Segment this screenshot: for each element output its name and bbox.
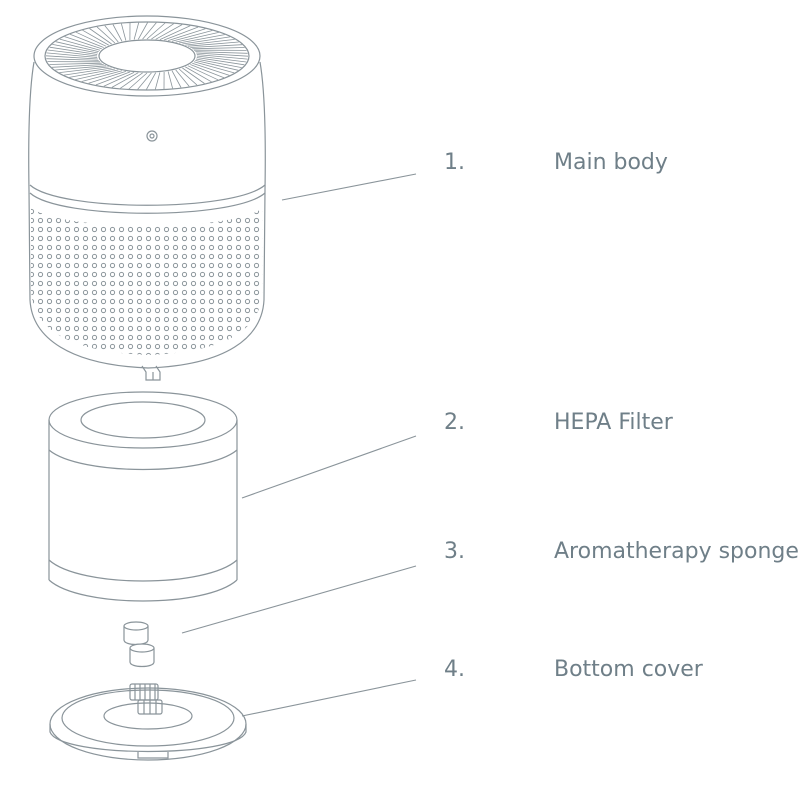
bottom-cover-outer-rim <box>50 688 246 760</box>
part-2-number: 2. <box>444 411 465 435</box>
part-1-label: Main body <box>554 151 668 175</box>
main-body-top-outlet <box>99 40 195 72</box>
top-grille-fins <box>46 23 248 90</box>
leader-line-hepa-filter <box>242 436 416 498</box>
aromatherapy-sponge-drawing <box>124 622 154 667</box>
part-3-number: 3. <box>444 540 465 564</box>
hepa-filter-inner-hole <box>81 402 205 438</box>
leader-line-bottom-cover <box>242 680 416 716</box>
main-body-top-rim <box>34 16 260 96</box>
bottom-cover-drawing <box>50 684 246 760</box>
bottom-cover-post <box>130 684 158 700</box>
main-body-perforated-grille <box>31 208 263 355</box>
main-body-seam-upper <box>30 185 265 205</box>
leader-line-main-body <box>282 174 416 200</box>
bottom-cover-center-ring <box>104 703 192 729</box>
part-2-label: HEPA Filter <box>554 411 673 435</box>
sponge-1-top <box>124 622 148 630</box>
hepa-filter-upper-band <box>49 450 237 470</box>
part-3-label: Aromatherapy sponge <box>554 540 799 564</box>
main-body-drawing <box>29 16 266 380</box>
hepa-filter-lower-band <box>49 560 237 581</box>
bottom-cover-base <box>50 724 246 752</box>
sponge-2-top <box>130 644 154 652</box>
power-button-center <box>150 134 154 138</box>
hepa-filter-bottom-edge <box>49 580 237 601</box>
main-body-seam-lower <box>30 193 265 213</box>
part-4-number: 4. <box>444 658 465 682</box>
power-button-icon <box>147 131 157 141</box>
bottom-cover-tab <box>138 752 168 758</box>
hepa-filter-drawing <box>49 392 237 601</box>
leader-line-aromatherapy-sponge <box>182 566 416 633</box>
bottom-cover-inner-rim <box>62 690 234 746</box>
hepa-filter-top-rim <box>49 392 237 448</box>
part-1-number: 1. <box>444 151 465 175</box>
part-4-label: Bottom cover <box>554 658 703 682</box>
